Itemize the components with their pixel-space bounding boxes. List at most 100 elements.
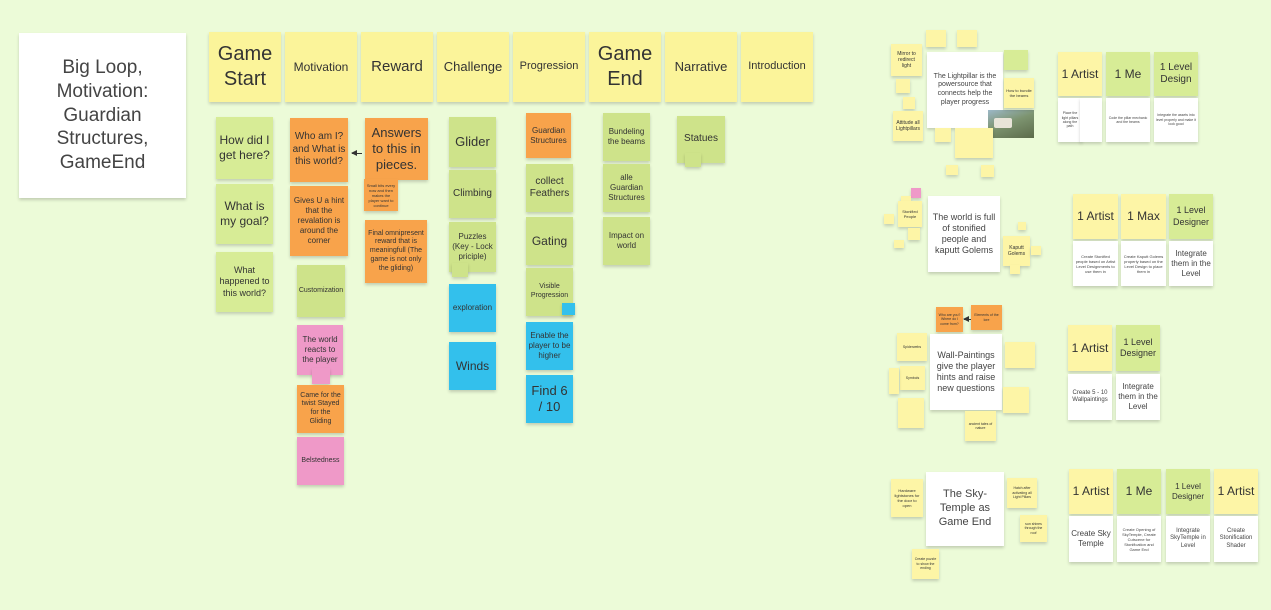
- chip[interactable]: [894, 240, 904, 248]
- task-header-level-designer[interactable]: 1 Level Designer: [1169, 194, 1213, 239]
- note-find-6-10[interactable]: Find 6 / 10: [526, 375, 573, 423]
- note-sky-puzzle[interactable]: Create puzzle to show the ending: [912, 549, 939, 579]
- note-kaputt-golems[interactable]: Kaputt Golems: [1003, 236, 1030, 266]
- note-statues-small[interactable]: [685, 153, 701, 167]
- column-header-progression[interactable]: Progression: [513, 32, 585, 102]
- note-belstedness[interactable]: Belstedness: [297, 437, 344, 485]
- chip[interactable]: [955, 128, 993, 158]
- note-puzzles-small[interactable]: [452, 263, 468, 277]
- task-card[interactable]: Create Opening of SkyTemple, Create Cuts…: [1117, 516, 1161, 562]
- task-header-me[interactable]: 1 Me: [1117, 469, 1161, 514]
- chip[interactable]: [926, 30, 946, 47]
- task-header-artist-2[interactable]: 1 Artist: [1214, 469, 1258, 514]
- note-how-did-i-get-here[interactable]: How did I get here?: [216, 117, 273, 179]
- chip[interactable]: [957, 30, 977, 47]
- task-card[interactable]: [1080, 98, 1102, 142]
- note-enable-higher[interactable]: Enable the player to be higher: [526, 322, 573, 370]
- note-sky-hardware[interactable]: Hardware lightstones for the door to ope…: [891, 479, 923, 517]
- chip[interactable]: [903, 97, 915, 109]
- task-card[interactable]: Create Kaputt Golems properly based on t…: [1121, 241, 1166, 286]
- chip[interactable]: [1005, 342, 1035, 368]
- note-collect-feathers[interactable]: collect Feathers: [526, 164, 573, 212]
- note-stonified-people[interactable]: Stonified People: [898, 201, 922, 227]
- note-customization[interactable]: Customization: [297, 265, 345, 317]
- task-card[interactable]: Integrate them in the Level: [1116, 374, 1160, 420]
- note-impact-world[interactable]: Impact on world: [603, 217, 650, 265]
- note-glider[interactable]: Glider: [449, 117, 496, 167]
- task-header-level-design[interactable]: 1 Level Design: [1154, 52, 1198, 96]
- note-what-is-my-goal[interactable]: What is my goal?: [216, 184, 273, 244]
- note-mirror[interactable]: Mirror to redirect light: [891, 44, 922, 76]
- chip[interactable]: [1031, 246, 1041, 255]
- task-card[interactable]: Integrate SkyTemple in Level: [1166, 516, 1210, 562]
- note-bundle-beams[interactable]: How to bundle the beams: [1004, 78, 1034, 108]
- task-card[interactable]: Create Sky Temple: [1069, 516, 1113, 562]
- task-header-artist[interactable]: 1 Artist: [1068, 325, 1112, 371]
- note-reward-small[interactable]: Small bits every now and then makes the …: [364, 179, 398, 211]
- chip[interactable]: [935, 128, 951, 142]
- task-card[interactable]: Integrate the assets into level properly…: [1154, 98, 1198, 142]
- task-header-artist[interactable]: 1 Artist: [1073, 194, 1118, 239]
- chip[interactable]: [1003, 387, 1029, 413]
- note-pink-small[interactable]: [312, 368, 330, 384]
- column-header-narrative[interactable]: Narrative: [665, 32, 737, 102]
- note-came-for-twist[interactable]: Came for the twist Stayed for the Glidin…: [297, 385, 344, 433]
- task-header-artist[interactable]: 1 Artist: [1069, 469, 1113, 514]
- chip[interactable]: [1018, 222, 1026, 230]
- task-header-me[interactable]: 1 Me: [1106, 52, 1150, 96]
- title-card[interactable]: Big Loop, Motivation: Guardian Structure…: [19, 33, 186, 198]
- note-wallpaint-symbols[interactable]: Symbols: [900, 366, 925, 390]
- note-final-reward[interactable]: Final omnipresent reward that is meaning…: [365, 220, 427, 283]
- column-header-game-end[interactable]: Game End: [589, 32, 661, 102]
- task-card[interactable]: Create Stonification Shader: [1214, 516, 1258, 562]
- note-world-reacts[interactable]: The world reacts to the player: [297, 325, 343, 375]
- chip[interactable]: [896, 79, 910, 93]
- note-winds[interactable]: Winds: [449, 342, 496, 390]
- chip[interactable]: [889, 368, 899, 394]
- task-header-max[interactable]: 1 Max: [1121, 194, 1166, 239]
- column-header-introduction[interactable]: Introduction: [741, 32, 813, 102]
- note-attitude[interactable]: Attitude all Lightpillars: [893, 111, 923, 141]
- note-wallpaint-elements[interactable]: Elements of the lore: [971, 305, 1002, 330]
- chip[interactable]: [946, 165, 958, 175]
- note-sky-roof[interactable]: sun shines through the roof: [1020, 515, 1047, 542]
- note-progression-small[interactable]: [562, 303, 575, 315]
- note-answers-in-pieces[interactable]: Answers to this in pieces.: [365, 118, 428, 180]
- note-wallpaint-main[interactable]: Wall-Paintings give the player hints and…: [930, 334, 1002, 410]
- note-bundeling[interactable]: Bundeling the beams: [603, 113, 650, 161]
- note-wallpaint-tales[interactable]: ancient tales of nature: [965, 411, 996, 441]
- chip[interactable]: [884, 214, 894, 224]
- column-header-game-start[interactable]: Game Start: [209, 32, 281, 102]
- note-who-am-i[interactable]: Who am I? and What is this world?: [290, 118, 348, 182]
- note-wallpaint-question[interactable]: Who are you? Where do I come from?: [936, 307, 963, 332]
- column-header-reward[interactable]: Reward: [361, 32, 433, 102]
- note-sky-hatch[interactable]: Hatch after activating all Light Pillars: [1007, 478, 1037, 508]
- note-stonified-main[interactable]: The world is full of stonified people an…: [928, 196, 1000, 272]
- note-exploration[interactable]: exploration: [449, 284, 496, 332]
- note-climbing[interactable]: Climbing: [449, 170, 496, 218]
- chip[interactable]: [1004, 50, 1028, 70]
- note-guardian-structures[interactable]: Guardian Structures: [526, 113, 571, 158]
- task-card[interactable]: Create 5 - 10 Wallpaintings: [1068, 374, 1112, 420]
- note-gating[interactable]: Gating: [526, 217, 573, 265]
- chip[interactable]: [908, 228, 920, 240]
- task-header-artist[interactable]: 1 Artist: [1058, 52, 1102, 96]
- chip[interactable]: [981, 165, 994, 177]
- note-what-happened[interactable]: What happened to this world?: [216, 252, 273, 312]
- task-header-level-designer[interactable]: 1 Level Designer: [1166, 469, 1210, 514]
- note-wallpaint-webs[interactable]: Spiderwebs: [897, 333, 927, 361]
- chip[interactable]: [1010, 265, 1020, 274]
- task-card[interactable]: Code the pillar mechanic and the beams: [1106, 98, 1150, 142]
- note-skytemple-main[interactable]: The Sky-Temple as Game End: [926, 472, 1004, 546]
- column-header-motivation[interactable]: Motivation: [285, 32, 357, 102]
- chip[interactable]: [911, 188, 921, 198]
- chip[interactable]: [898, 398, 924, 428]
- task-header-level-designer[interactable]: 1 Level Designer: [1116, 325, 1160, 371]
- note-alle-guardian[interactable]: alle Guardian Structures: [603, 164, 650, 212]
- task-card[interactable]: Integrate them in the Level: [1169, 241, 1213, 286]
- task-card[interactable]: Place the light pillars along the path: [1058, 98, 1082, 142]
- task-card[interactable]: Create Stonified people based on Artist …: [1073, 241, 1118, 286]
- column-header-challenge[interactable]: Challenge: [437, 32, 509, 102]
- note-gives-hint[interactable]: Gives U a hint that the revalation is ar…: [290, 186, 348, 256]
